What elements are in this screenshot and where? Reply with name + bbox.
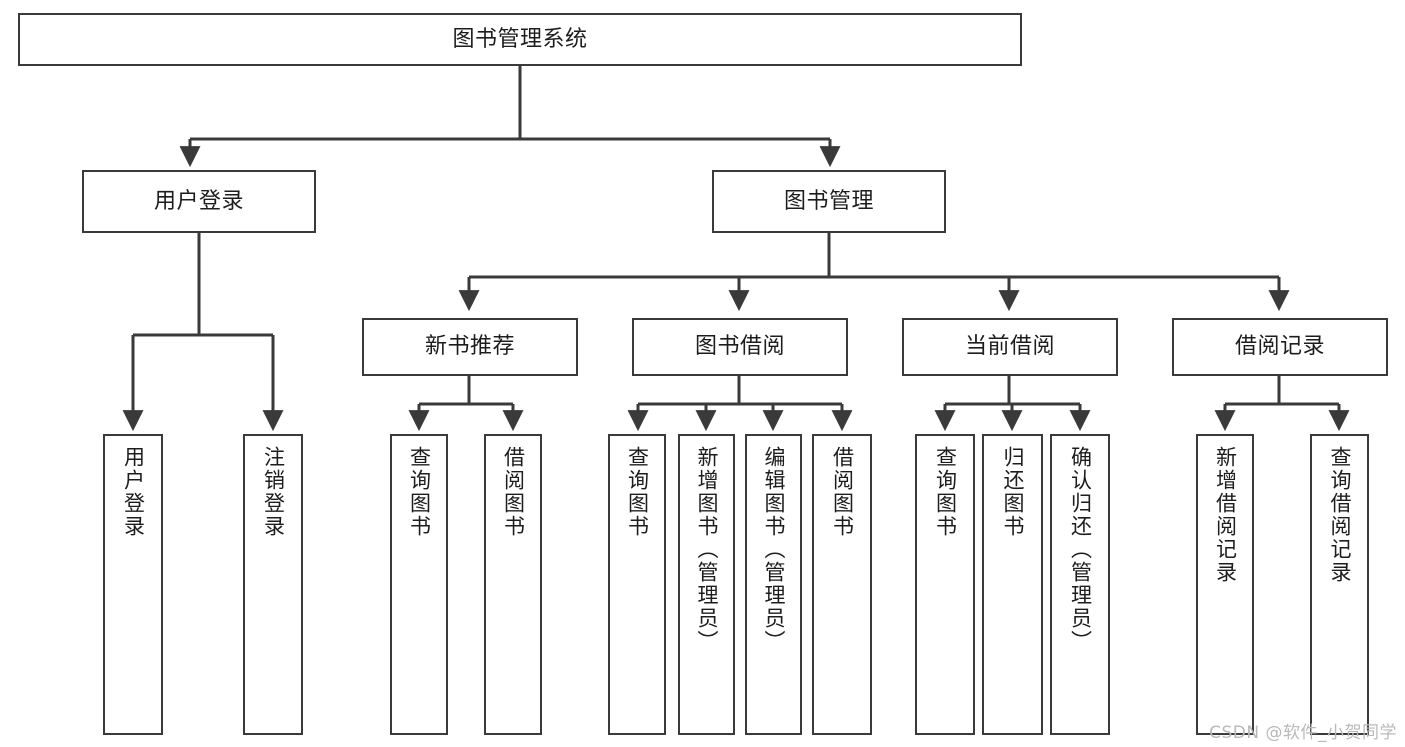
- node-label: 查询图书: [407, 446, 432, 538]
- leaf-book-borrow-edit-book-admin[interactable]: 编辑图书（管理员）: [745, 434, 802, 735]
- node-label: 图书借阅: [694, 334, 785, 360]
- node-label: 归还图书: [1001, 446, 1025, 538]
- leaf-new-book-borrow-book[interactable]: 借阅图书: [484, 434, 542, 735]
- node-current-borrow[interactable]: 当前借阅: [902, 318, 1118, 376]
- node-label: 图书管理: [783, 188, 874, 214]
- node-book-management[interactable]: 图书管理: [712, 170, 946, 233]
- node-label: 用户登录: [153, 188, 244, 214]
- leaf-current-borrow-query-book[interactable]: 查询图书: [915, 434, 975, 735]
- node-label: 当前借阅: [964, 334, 1055, 360]
- leaf-borrow-record-query-record[interactable]: 查询借阅记录: [1310, 434, 1369, 735]
- node-label: 借阅图书: [830, 446, 855, 538]
- leaf-borrow-record-add-record[interactable]: 新增借阅记录: [1196, 434, 1254, 735]
- node-new-book-recommend[interactable]: 新书推荐: [362, 318, 578, 376]
- leaf-book-borrow-add-book-admin[interactable]: 新增图书（管理员）: [678, 434, 735, 735]
- node-label: 新增图书（管理员）: [695, 446, 719, 653]
- leaf-user-login-login[interactable]: 用户登录: [103, 434, 163, 735]
- node-book-borrow[interactable]: 图书借阅: [632, 318, 848, 376]
- node-label: 借阅图书: [501, 446, 526, 538]
- watermark: CSDN @软件_小贺同学: [1209, 723, 1397, 743]
- node-label: 新书推荐: [424, 334, 515, 360]
- node-root-book-management-system[interactable]: 图书管理系统: [18, 13, 1022, 66]
- node-label: 注销登录: [261, 446, 286, 538]
- leaf-new-book-query-book[interactable]: 查询图书: [390, 434, 448, 735]
- leaf-book-borrow-query-book[interactable]: 查询图书: [608, 434, 666, 735]
- node-label: 借阅记录: [1234, 334, 1325, 360]
- node-label: 查询借阅记录: [1328, 446, 1352, 584]
- node-label: 查询图书: [933, 446, 958, 538]
- node-label: 编辑图书（管理员）: [762, 446, 786, 653]
- node-label: 确认归还（管理员）: [1068, 446, 1093, 653]
- leaf-user-login-logout[interactable]: 注销登录: [243, 434, 303, 735]
- leaf-current-borrow-confirm-return-admin[interactable]: 确认归还（管理员）: [1050, 434, 1110, 735]
- node-user-login[interactable]: 用户登录: [82, 170, 316, 233]
- leaf-book-borrow-borrow-book[interactable]: 借阅图书: [812, 434, 872, 735]
- leaf-current-borrow-return-book[interactable]: 归还图书: [982, 434, 1043, 735]
- node-label: 图书管理系统: [452, 26, 588, 52]
- node-label: 查询图书: [625, 446, 650, 538]
- node-label: 用户登录: [121, 446, 146, 538]
- node-borrow-record[interactable]: 借阅记录: [1172, 318, 1388, 376]
- node-label: 新增借阅记录: [1213, 446, 1238, 584]
